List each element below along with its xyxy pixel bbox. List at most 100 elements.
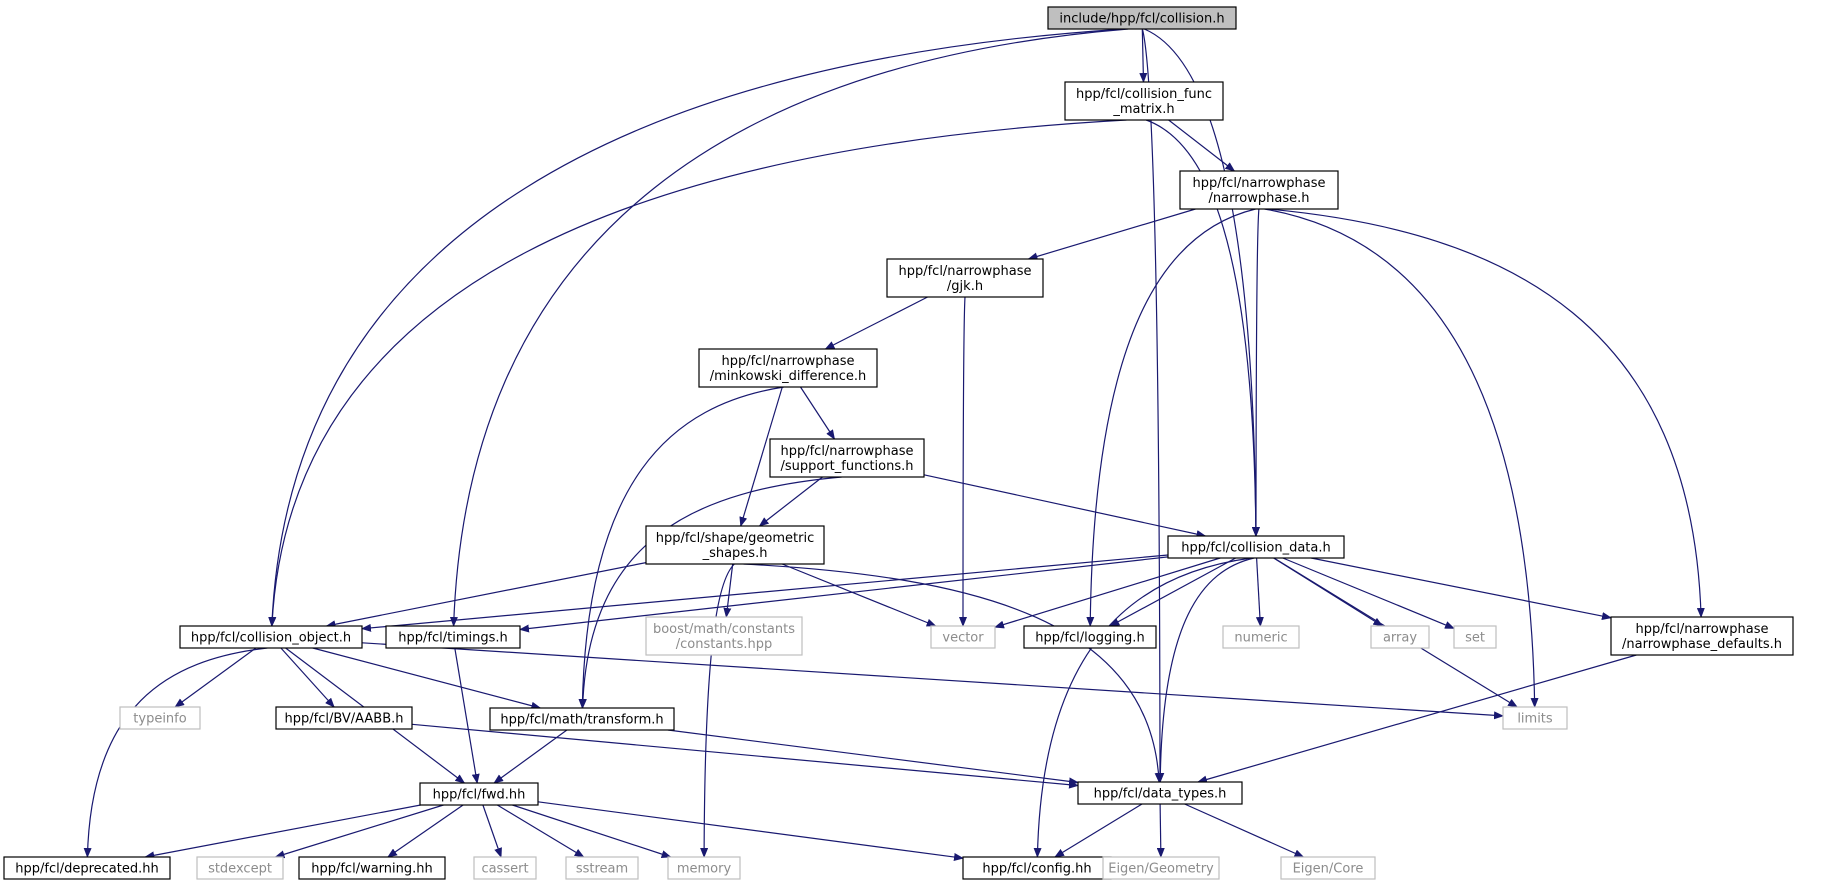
node-label: limits [1517, 712, 1553, 727]
edge-transform-to-fwd [493, 729, 568, 784]
node-label: /gjk.h [947, 279, 983, 294]
edge-collision_object-to-typeinfo [174, 647, 257, 708]
edge-path [723, 563, 734, 618]
node-support_functions[interactable]: hpp/fcl/narrowphase/support_functions.h [769, 438, 925, 478]
node-box [1280, 856, 1376, 880]
node-stdexcept: stdexcept [196, 856, 284, 880]
node-box [645, 525, 825, 565]
edge-gjk_h-to-minkowski [824, 296, 928, 350]
edge-path [824, 296, 928, 350]
edge-path [312, 647, 542, 710]
edge-path [83, 647, 268, 858]
edge-support_functions-to-geometric_shapes [758, 476, 823, 527]
edge-collision_object-to-limits [361, 642, 1504, 720]
edge-path [144, 804, 421, 860]
node-label: /minkowski_difference.h [710, 369, 867, 384]
node-box [473, 856, 537, 880]
node-collision_object[interactable]: hpp/fcl/collision_object.h [179, 625, 363, 649]
node-eigen_core: Eigen/Core [1280, 856, 1376, 880]
node-box [1610, 616, 1794, 656]
edge-collision_func_matrix-to-collision_data [1145, 119, 1260, 537]
edge-narrowphase_defaults-to-data_types [1197, 654, 1637, 784]
node-label: hpp/fcl/warning.hh [311, 862, 433, 877]
edge-gjk_h-to-vector [959, 296, 968, 627]
node-config[interactable]: hpp/fcl/config.hh [962, 856, 1112, 880]
edge-collision_object-to-aabb [280, 647, 335, 708]
node-aabb[interactable]: hpp/fcl/BV/AABB.h [275, 706, 413, 730]
node-warning[interactable]: hpp/fcl/warning.hh [298, 856, 446, 880]
edge-collision_object-to-transform [312, 647, 542, 710]
edge-collision_h-to-collision_object [268, 28, 1125, 627]
node-array: array [1370, 625, 1430, 649]
node-collision_data[interactable]: hpp/fcl/collision_data.h [1167, 535, 1345, 559]
node-narrowphase_h[interactable]: hpp/fcl/narrowphase/narrowphase.h [1179, 170, 1339, 210]
node-box [385, 625, 521, 649]
node-box [1370, 625, 1430, 649]
node-box [419, 782, 539, 806]
edge-path [1184, 803, 1305, 858]
edge-path [1109, 557, 1236, 627]
edge-path [578, 386, 784, 709]
edge-path [799, 386, 836, 440]
edge-path [578, 476, 842, 709]
edge-path [1255, 557, 1264, 627]
node-collision_func_matrix[interactable]: hpp/fcl/collision_func_matrix.h [1064, 81, 1224, 121]
edge-path [411, 723, 1079, 789]
edge-data_types-to-eigen_geometry [1156, 803, 1165, 858]
node-deprecated[interactable]: hpp/fcl/deprecated.hh [3, 856, 171, 880]
node-box [275, 706, 413, 730]
edge-path [1156, 557, 1255, 783]
node-collision_h[interactable]: include/hpp/fcl/collision.h [1047, 6, 1237, 30]
edge-collision_func_matrix-to-narrowphase_h [1168, 119, 1236, 172]
node-memory: memory [667, 856, 741, 880]
edge-path [493, 729, 568, 784]
node-box [1023, 625, 1157, 649]
node-label: numeric [1234, 631, 1287, 646]
edge-path [1054, 803, 1143, 858]
node-minkowski[interactable]: hpp/fcl/narrowphase/minkowski_difference… [698, 348, 878, 388]
node-label: hpp/fcl/narrowphase [1192, 176, 1325, 191]
edge-fwd-to-warning [387, 804, 464, 858]
node-timings[interactable]: hpp/fcl/timings.h [385, 625, 521, 649]
node-label: hpp/fcl/BV/AABB.h [285, 712, 404, 727]
node-fwd[interactable]: hpp/fcl/fwd.hh [419, 782, 539, 806]
edge-path [274, 804, 444, 859]
edge-path [361, 642, 1504, 720]
node-box [698, 348, 878, 388]
edge-path [361, 554, 1169, 632]
node-gjk_h[interactable]: hpp/fcl/narrowphase/gjk.h [886, 258, 1044, 298]
node-label: /support_functions.h [780, 459, 913, 474]
node-label: hpp/fcl/logging.h [1035, 631, 1144, 646]
edge-collision_data-to-collision_object [361, 554, 1169, 632]
edge-aabb-to-data_types [411, 723, 1079, 789]
node-transform[interactable]: hpp/fcl/math/transform.h [489, 707, 675, 731]
edge-path [1197, 654, 1637, 784]
node-sstream: sstream [565, 856, 639, 880]
node-label: hpp/fcl/narrowphase [721, 354, 854, 369]
edge-path [739, 386, 783, 527]
edge-path [1168, 119, 1236, 172]
edge-path [743, 563, 1163, 783]
node-label: _matrix.h [1112, 102, 1174, 117]
node-geometric_shapes[interactable]: hpp/fcl/shape/geometric_shapes.h [645, 525, 825, 565]
edge-path [280, 647, 335, 708]
edge-path [1139, 28, 1148, 83]
file-nodes: include/hpp/fcl/collision.h hpp/fcl/colli… [3, 6, 1794, 880]
node-narrowphase_defaults[interactable]: hpp/fcl/narrowphase/narrowphase_defaults… [1610, 616, 1794, 656]
edge-collision_h-to-collision_data [1144, 28, 1260, 537]
edge-path [1264, 208, 1539, 708]
edge-transform-to-data_types [667, 729, 1079, 786]
edge-path [1145, 119, 1260, 537]
node-label: hpp/fcl/data_types.h [1094, 787, 1227, 802]
node-label: hpp/fcl/fwd.hh [433, 788, 526, 803]
node-label: hpp/fcl/collision_data.h [1181, 541, 1331, 556]
edge-path [959, 296, 968, 627]
edge-fwd-to-deprecated [144, 804, 421, 860]
edge-path [519, 556, 1169, 633]
node-box [1222, 625, 1300, 649]
edge-path [1267, 208, 1705, 618]
node-data_types[interactable]: hpp/fcl/data_types.h [1077, 781, 1243, 805]
edge-collision_func_matrix-to-collision_object [268, 119, 1127, 627]
node-logging[interactable]: hpp/fcl/logging.h [1023, 625, 1157, 649]
edge-path [387, 804, 464, 858]
